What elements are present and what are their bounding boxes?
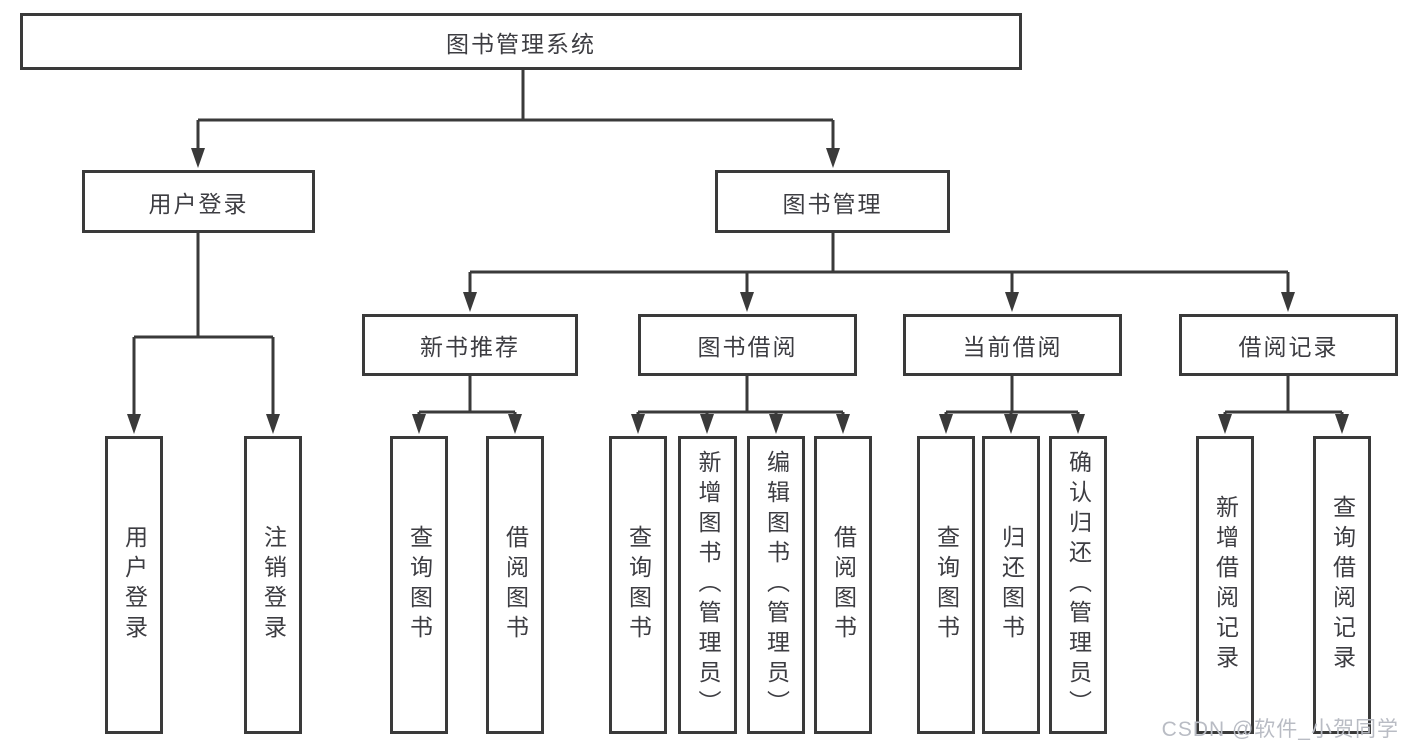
leaf-add-books-admin: 新增图书（管理员）: [678, 436, 737, 734]
node-label: 图书管理系统: [446, 30, 596, 57]
node-library-management-system: 图书管理系统: [20, 13, 1022, 70]
node-new-book-recommendation: 新书推荐: [362, 314, 578, 376]
node-label: 用户登录: [148, 190, 249, 217]
leaf-label: 借阅图书: [830, 525, 857, 645]
node-book-management: 图书管理: [715, 170, 950, 233]
leaf-edit-books-admin: 编辑图书（管理员）: [747, 436, 805, 734]
leaf-label: 新增借阅记录: [1212, 495, 1239, 675]
arrowhead-icons: [127, 148, 1349, 434]
node-label: 图书借阅: [697, 334, 798, 360]
node-label: 图书管理: [782, 190, 883, 217]
leaf-confirm-return-admin: 确认归还（管理员）: [1049, 436, 1107, 734]
leaf-add-borrowing-record: 新增借阅记录: [1196, 436, 1254, 734]
leaf-label: 借阅图书: [502, 525, 529, 645]
csdn-watermark: CSDN @软件_小贺同学: [1161, 718, 1399, 741]
node-current-borrowing: 当前借阅: [903, 314, 1122, 376]
leaf-label: 确认归还（管理员）: [1065, 450, 1092, 720]
leaf-query-borrowing-record: 查询借阅记录: [1313, 436, 1371, 734]
leaf-query-books-borrowing: 查询图书: [609, 436, 667, 734]
node-label: 借阅记录: [1238, 334, 1339, 360]
node-label: 当前借阅: [962, 334, 1063, 360]
leaf-return-books: 归还图书: [982, 436, 1040, 734]
node-label: 新书推荐: [420, 334, 520, 360]
leaf-logout: 注销登录: [244, 436, 302, 734]
leaf-label: 注销登录: [260, 525, 287, 645]
leaf-borrow-books-recommendation: 借阅图书: [486, 436, 544, 734]
leaf-user-login: 用户登录: [105, 436, 163, 734]
leaf-label: 编辑图书（管理员）: [763, 450, 790, 720]
leaf-label: 查询借阅记录: [1329, 495, 1356, 675]
leaf-label: 用户登录: [121, 525, 148, 645]
leaf-label: 新增图书（管理员）: [695, 450, 721, 720]
node-borrowing-records: 借阅记录: [1179, 314, 1398, 376]
leaf-query-books-recommendation: 查询图书: [390, 436, 448, 734]
leaf-label: 查询图书: [933, 525, 960, 645]
leaf-query-books-current: 查询图书: [917, 436, 975, 734]
node-book-borrowing: 图书借阅: [638, 314, 857, 376]
leaf-borrow-books-borrowing: 借阅图书: [814, 436, 872, 734]
leaf-label: 查询图书: [406, 525, 433, 645]
leaf-label: 归还图书: [998, 525, 1025, 645]
leaf-label: 查询图书: [625, 525, 652, 645]
node-user-login: 用户登录: [82, 170, 315, 233]
